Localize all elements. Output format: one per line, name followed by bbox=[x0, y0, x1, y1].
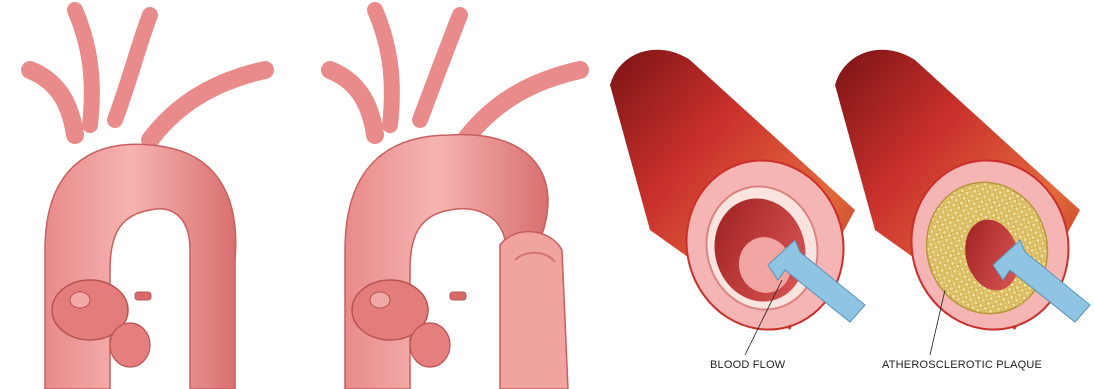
plaque-label: ATHEROSCLEROTIC PLAQUE bbox=[882, 359, 1042, 371]
healthy-artery: BLOOD FLOW bbox=[610, 50, 865, 371]
blood-flow-label: BLOOD FLOW bbox=[710, 359, 786, 371]
diseased-artery: ATHEROSCLEROTIC PLAQUE bbox=[835, 50, 1090, 371]
diseased-aorta-illustration bbox=[300, 0, 600, 389]
artery-cross-section-illustration: BLOOD FLOW ATHEROSCLEROTIC PLAQUE bbox=[600, 0, 1094, 389]
normal-aorta-illustration bbox=[0, 0, 300, 389]
